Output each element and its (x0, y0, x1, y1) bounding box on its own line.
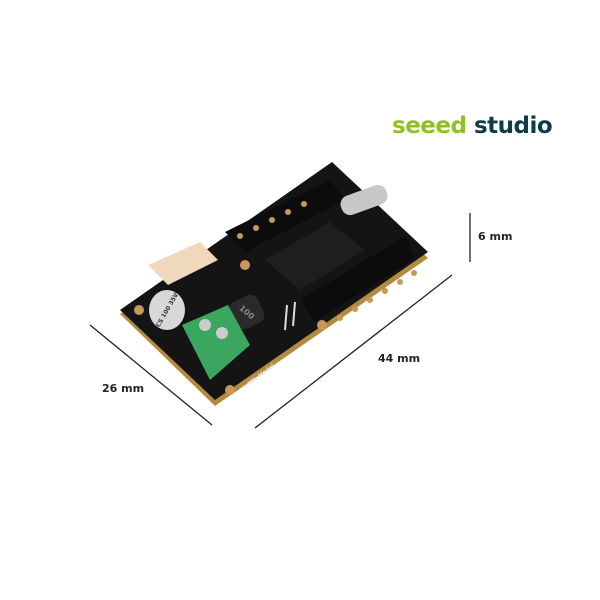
jst-connector (148, 242, 218, 285)
pcb-board: CS 100 35V 100 TTL Model (120, 162, 428, 406)
pin-header-top (225, 180, 345, 252)
height-label: 6 mm (478, 230, 513, 243)
length-dimension-line (254, 274, 453, 429)
logo-studio: studio (473, 113, 553, 139)
pin-header-bottom (300, 236, 415, 322)
capacitor (149, 290, 185, 330)
seeed-studio-logo: seeed studio (392, 113, 553, 139)
terminal-block (182, 305, 250, 380)
length-label: 44 mm (378, 352, 421, 365)
chip-area (265, 222, 365, 290)
inductor (229, 294, 265, 330)
width-label: 26 mm (102, 382, 145, 395)
logo-seeed: seeed (392, 113, 467, 139)
width-dimension-line (89, 324, 213, 426)
usb-c-port (340, 184, 388, 216)
